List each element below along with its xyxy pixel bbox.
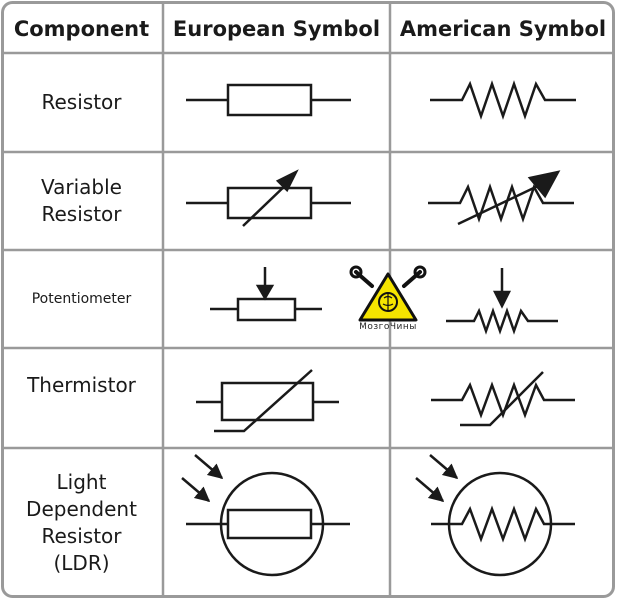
label-ldr: Light Dependent Resistor (LDR) [26, 469, 137, 575]
ldr-american-symbol [415, 454, 575, 577]
watermark-text: МозгоЧины [359, 322, 417, 332]
variable-resistor-american-symbol [428, 170, 574, 226]
label-resistor: Resistor [41, 90, 122, 114]
header-american-symbol: American Symbol [399, 16, 607, 41]
thermistor-american-symbol [431, 371, 575, 427]
resistor-european-symbol [186, 83, 351, 117]
variable-resistor-european-symbol [186, 169, 351, 227]
label-potentiometer: Potentiometer [31, 290, 132, 307]
ldr-european-symbol [181, 454, 350, 577]
label-thermistor: Thermistor [27, 373, 136, 397]
header-component: Component [13, 16, 150, 41]
potentiometer-american-symbol [446, 268, 558, 335]
resistor-american-symbol [430, 80, 576, 120]
label-variable-resistor: Variable Resistor [41, 175, 122, 226]
potentiometer-european-symbol [210, 267, 322, 322]
header-european-symbol: European Symbol [172, 16, 381, 41]
thermistor-european-symbol [196, 369, 339, 433]
brain-wrench-warning-logo [349, 265, 427, 322]
